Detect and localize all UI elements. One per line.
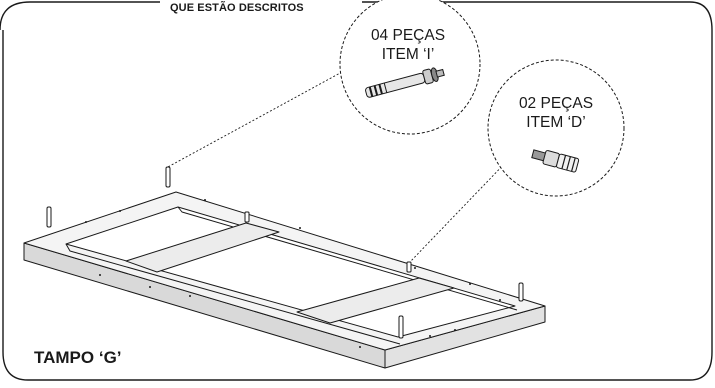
callout-label-item-d: ITEM ‘D’	[526, 114, 586, 131]
leader-lines	[165, 71, 511, 263]
cross-rail-1	[125, 222, 280, 273]
table-top-panel	[23, 166, 546, 369]
cam-bolt-icon	[531, 149, 580, 173]
cross-rail-2	[296, 277, 455, 324]
callout-quantity-item-d: 02 PEÇAS	[518, 95, 594, 112]
dowel-pin-icon	[365, 67, 445, 98]
panel-inner-frame	[65, 206, 516, 338]
panel-label: TAMPO ‘G’	[34, 348, 122, 367]
header-note: QUE ESTÃO DESCRITOS	[170, 2, 304, 14]
callout-circle-item-d	[487, 59, 625, 197]
diagram-frame	[0, 1, 713, 381]
inserted-dowels	[46, 166, 524, 339]
callout-quantity-item-i: 04 PEÇAS	[370, 27, 446, 44]
callout-circle-item-i	[339, 0, 481, 135]
callout-label-item-i: ITEM ‘I’	[381, 46, 435, 63]
